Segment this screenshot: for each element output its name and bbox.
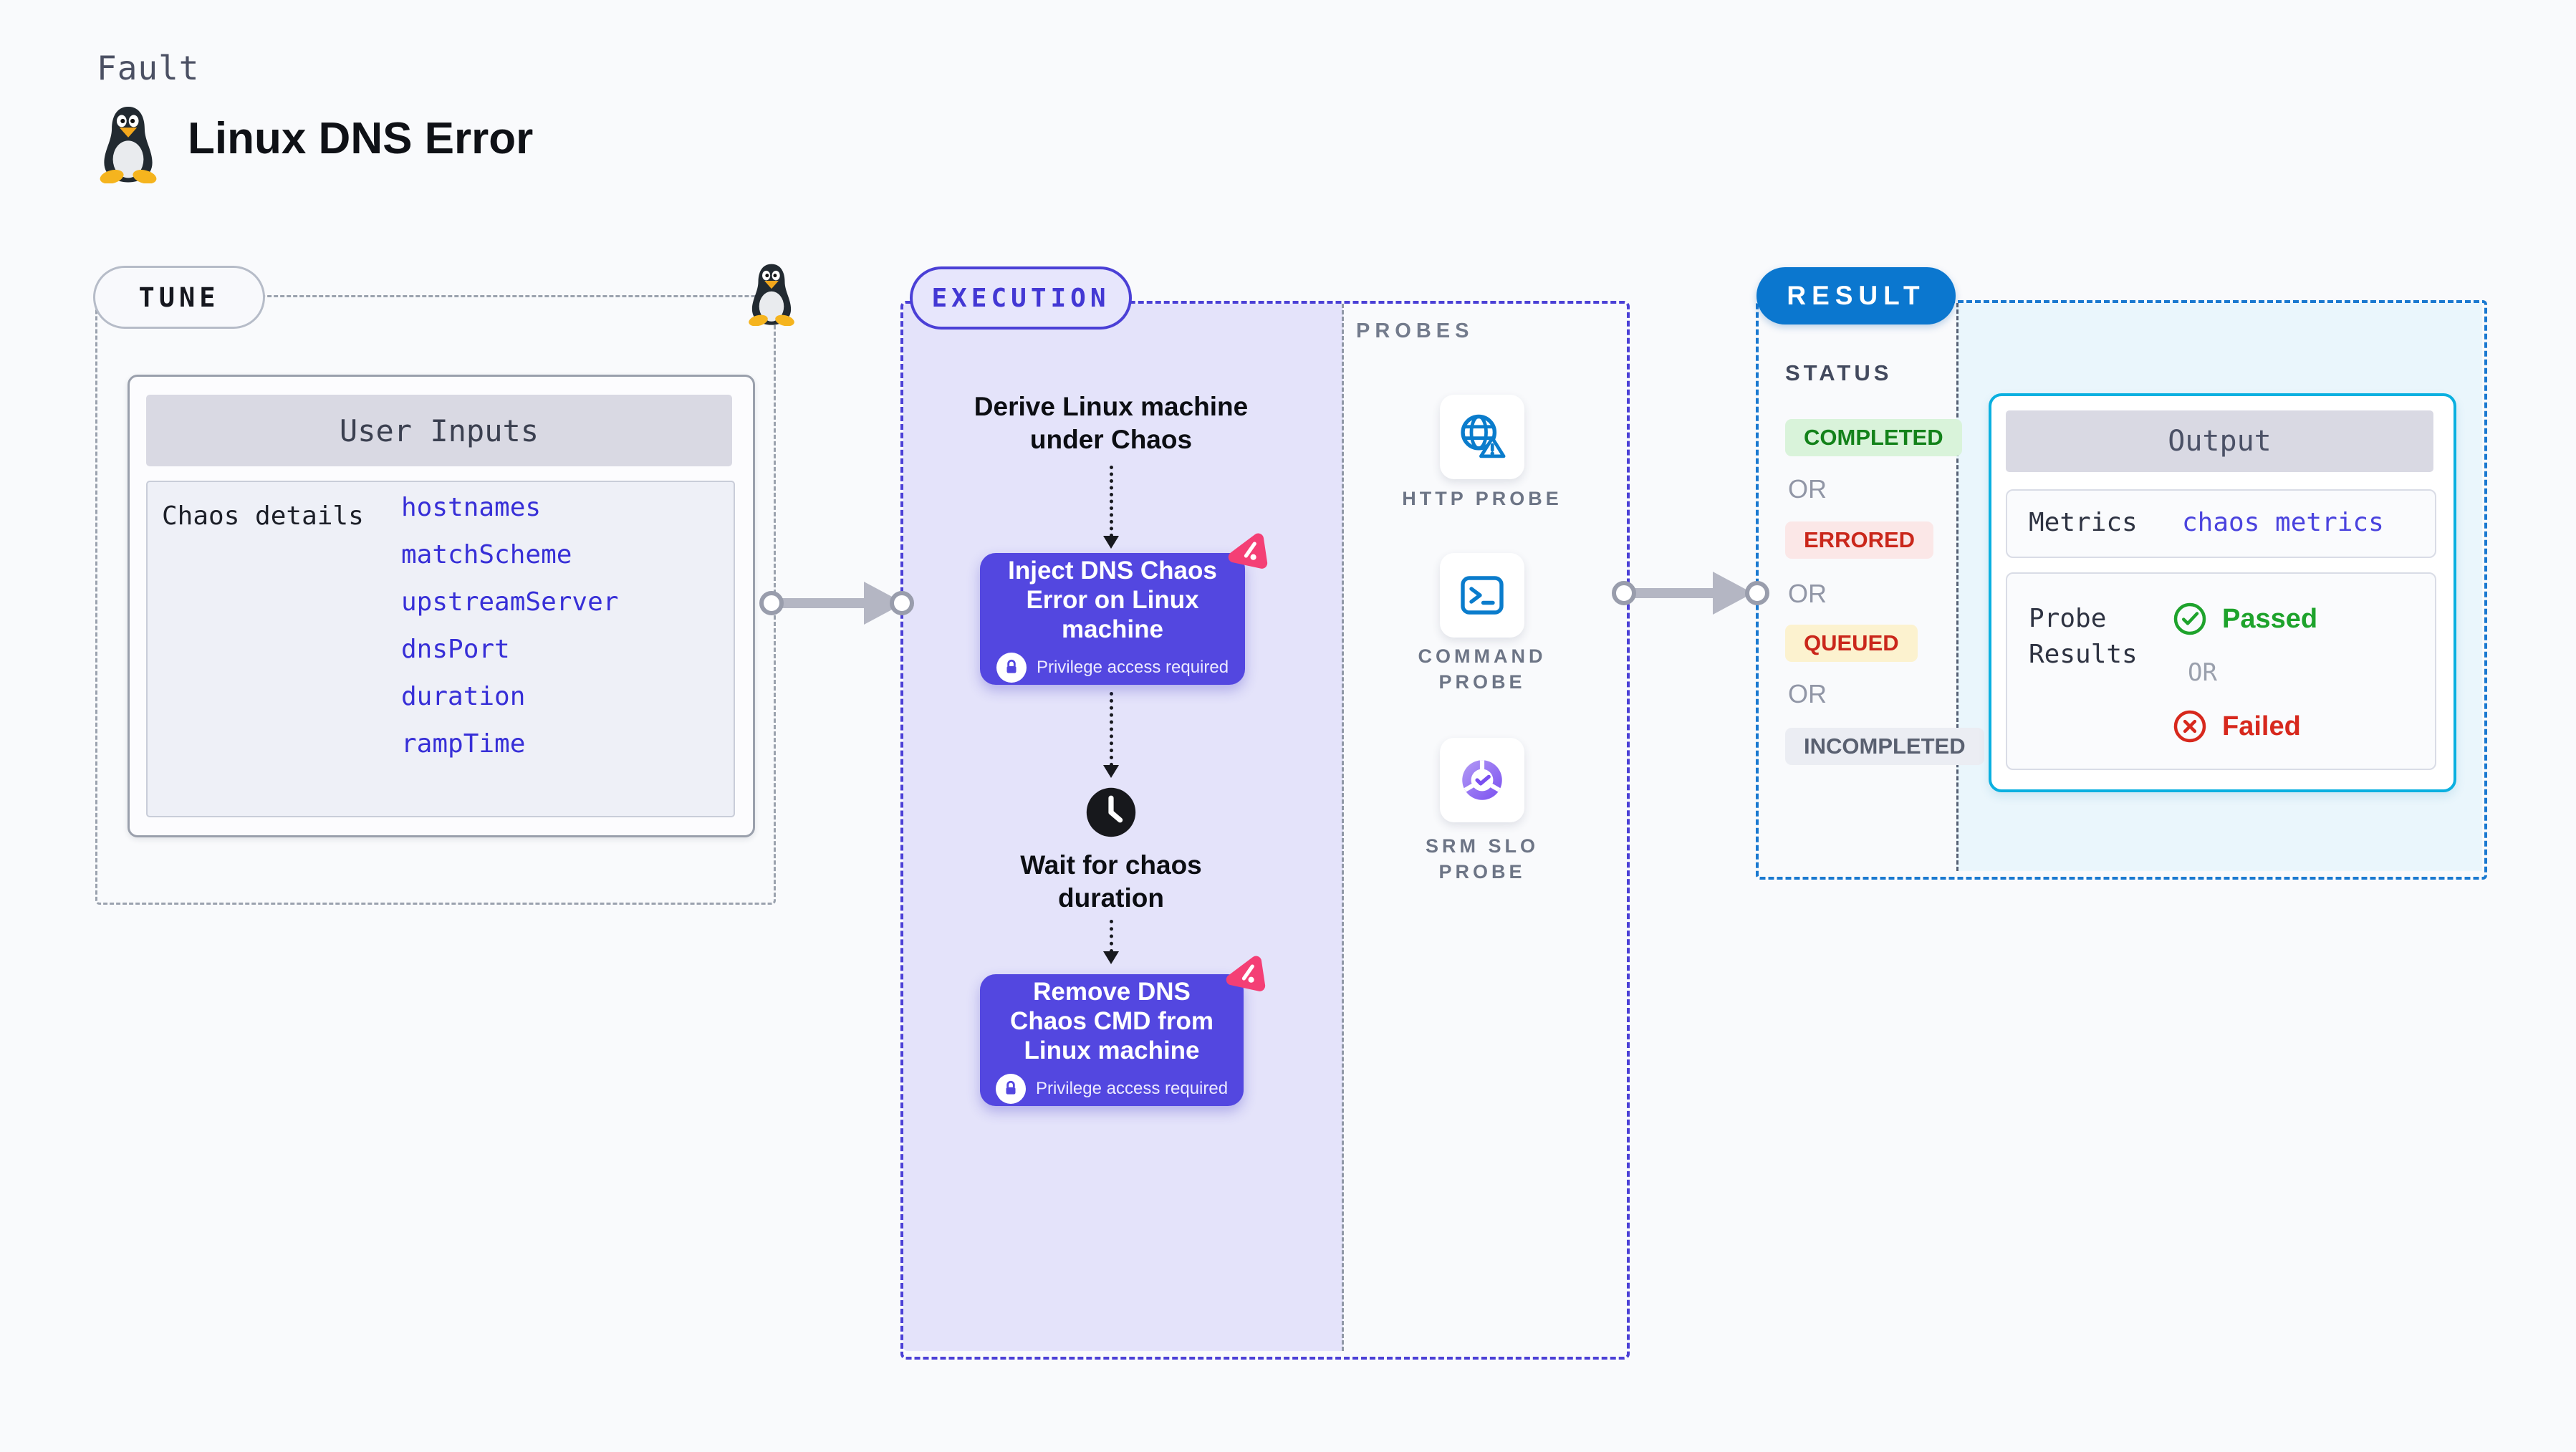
chaos-details-panel: [146, 481, 735, 817]
linux-tux-small-icon: [745, 262, 798, 326]
check-circle-icon: [2172, 601, 2208, 637]
probe-results-row: Probe Results Passed OR Failed: [2006, 572, 2436, 770]
probes-divider: [1342, 304, 1344, 1351]
chaos-fault-icon: [1216, 954, 1267, 1003]
srm-slo-probe-card[interactable]: [1440, 738, 1524, 822]
param-hostnames[interactable]: hostnames: [401, 493, 542, 522]
status-badge-completed[interactable]: COMPLETED: [1785, 419, 1962, 456]
param-duration[interactable]: duration: [401, 682, 526, 711]
metrics-row: Metrics chaos metrics: [2006, 489, 2436, 558]
param-upstreamserver[interactable]: upstreamServer: [401, 587, 619, 617]
execution-output-port: [1612, 581, 1636, 605]
tune-to-execution-arrow: [772, 598, 866, 608]
or-separator: OR: [1788, 579, 1827, 608]
chaos-details-label: Chaos details: [162, 501, 364, 531]
status-badge-queued[interactable]: QUEUED: [1785, 625, 1918, 662]
output-title: Output: [2006, 410, 2433, 472]
or-separator: OR: [1788, 474, 1827, 504]
connector-wait-remove: [1110, 920, 1113, 953]
or-separator: OR: [2188, 658, 2217, 687]
failed-verdict: Failed: [2172, 708, 2301, 744]
privilege-row: Privilege access required: [996, 652, 1229, 683]
command-probe-label: COMMAND PROBE: [1418, 645, 1547, 693]
linux-tux-icon: [95, 105, 161, 183]
passed-label: Passed: [2222, 603, 2318, 634]
param-matchscheme[interactable]: matchScheme: [401, 540, 572, 569]
wait-clock-icon: [1085, 787, 1137, 838]
http-probe-label: HTTP PROBE: [1402, 488, 1562, 509]
result-input-port: [1745, 581, 1769, 605]
wait-duration-step: Wait for chaos duration: [1020, 850, 1202, 913]
privilege-note: Privilege access required: [1035, 1078, 1229, 1098]
globe-alert-icon: [1455, 410, 1509, 464]
execution-input-port: [890, 591, 914, 615]
execution-section-box: [900, 301, 1630, 1360]
passed-verdict: Passed: [2172, 601, 2317, 637]
probes-section-label: PROBES: [1356, 319, 1474, 342]
tune-badge[interactable]: TUNE: [93, 266, 265, 329]
chaos-fault-icon: [1218, 532, 1269, 580]
chaos-metrics-link[interactable]: chaos metrics: [2182, 508, 2384, 537]
connector-derive-inject-arrowhead: [1103, 536, 1119, 549]
user-inputs-title: User Inputs: [146, 395, 732, 466]
terminal-icon: [1456, 569, 1508, 621]
inject-dns-chaos-button[interactable]: Inject DNS Chaos Error on Linux machine …: [980, 553, 1245, 685]
param-dnsport[interactable]: dnsPort: [401, 635, 510, 664]
inject-step-label: Inject DNS Chaos Error on Linux machine: [1008, 556, 1217, 643]
srm-slo-probe-label: SRM SLO PROBE: [1425, 835, 1539, 883]
privilege-note: Privilege access required: [1036, 657, 1229, 677]
privilege-row: Privilege access required: [995, 1073, 1229, 1104]
connector-inject-wait-arrowhead: [1103, 765, 1119, 778]
execution-to-result-arrow: [1624, 588, 1716, 598]
execution-badge[interactable]: EXECUTION: [910, 266, 1132, 330]
x-circle-icon: [2172, 708, 2208, 744]
remove-step-label: Remove DNS Chaos CMD from Linux machine: [1010, 977, 1213, 1064]
remove-dns-chaos-button[interactable]: Remove DNS Chaos CMD from Linux machine …: [980, 974, 1244, 1106]
tune-output-port: [759, 591, 784, 615]
status-badge-incompleted[interactable]: INCOMPLETED: [1785, 728, 1984, 765]
param-ramptime[interactable]: rampTime: [401, 729, 526, 759]
result-badge[interactable]: RESULT: [1756, 267, 1956, 324]
command-probe-card[interactable]: [1440, 553, 1524, 638]
connector-wait-remove-arrowhead: [1103, 951, 1119, 964]
page-title: Linux DNS Error: [188, 114, 534, 163]
probe-results-label: Probe Results: [2029, 604, 2138, 669]
connector-inject-wait: [1110, 692, 1113, 766]
derive-machine-step: Derive Linux machine under Chaos: [974, 392, 1249, 454]
lock-icon: [995, 1073, 1026, 1104]
metrics-label: Metrics: [2029, 508, 2138, 537]
failed-label: Failed: [2222, 711, 2301, 741]
fault-kind-label: Fault: [97, 49, 200, 87]
lock-icon: [996, 652, 1027, 683]
http-probe-card[interactable]: [1440, 395, 1524, 479]
or-separator: OR: [1788, 679, 1827, 708]
status-badge-errored[interactable]: ERRORED: [1785, 521, 1934, 559]
slo-donut-icon: [1456, 754, 1509, 807]
status-label: STATUS: [1785, 360, 1893, 385]
connector-derive-inject: [1110, 466, 1113, 537]
